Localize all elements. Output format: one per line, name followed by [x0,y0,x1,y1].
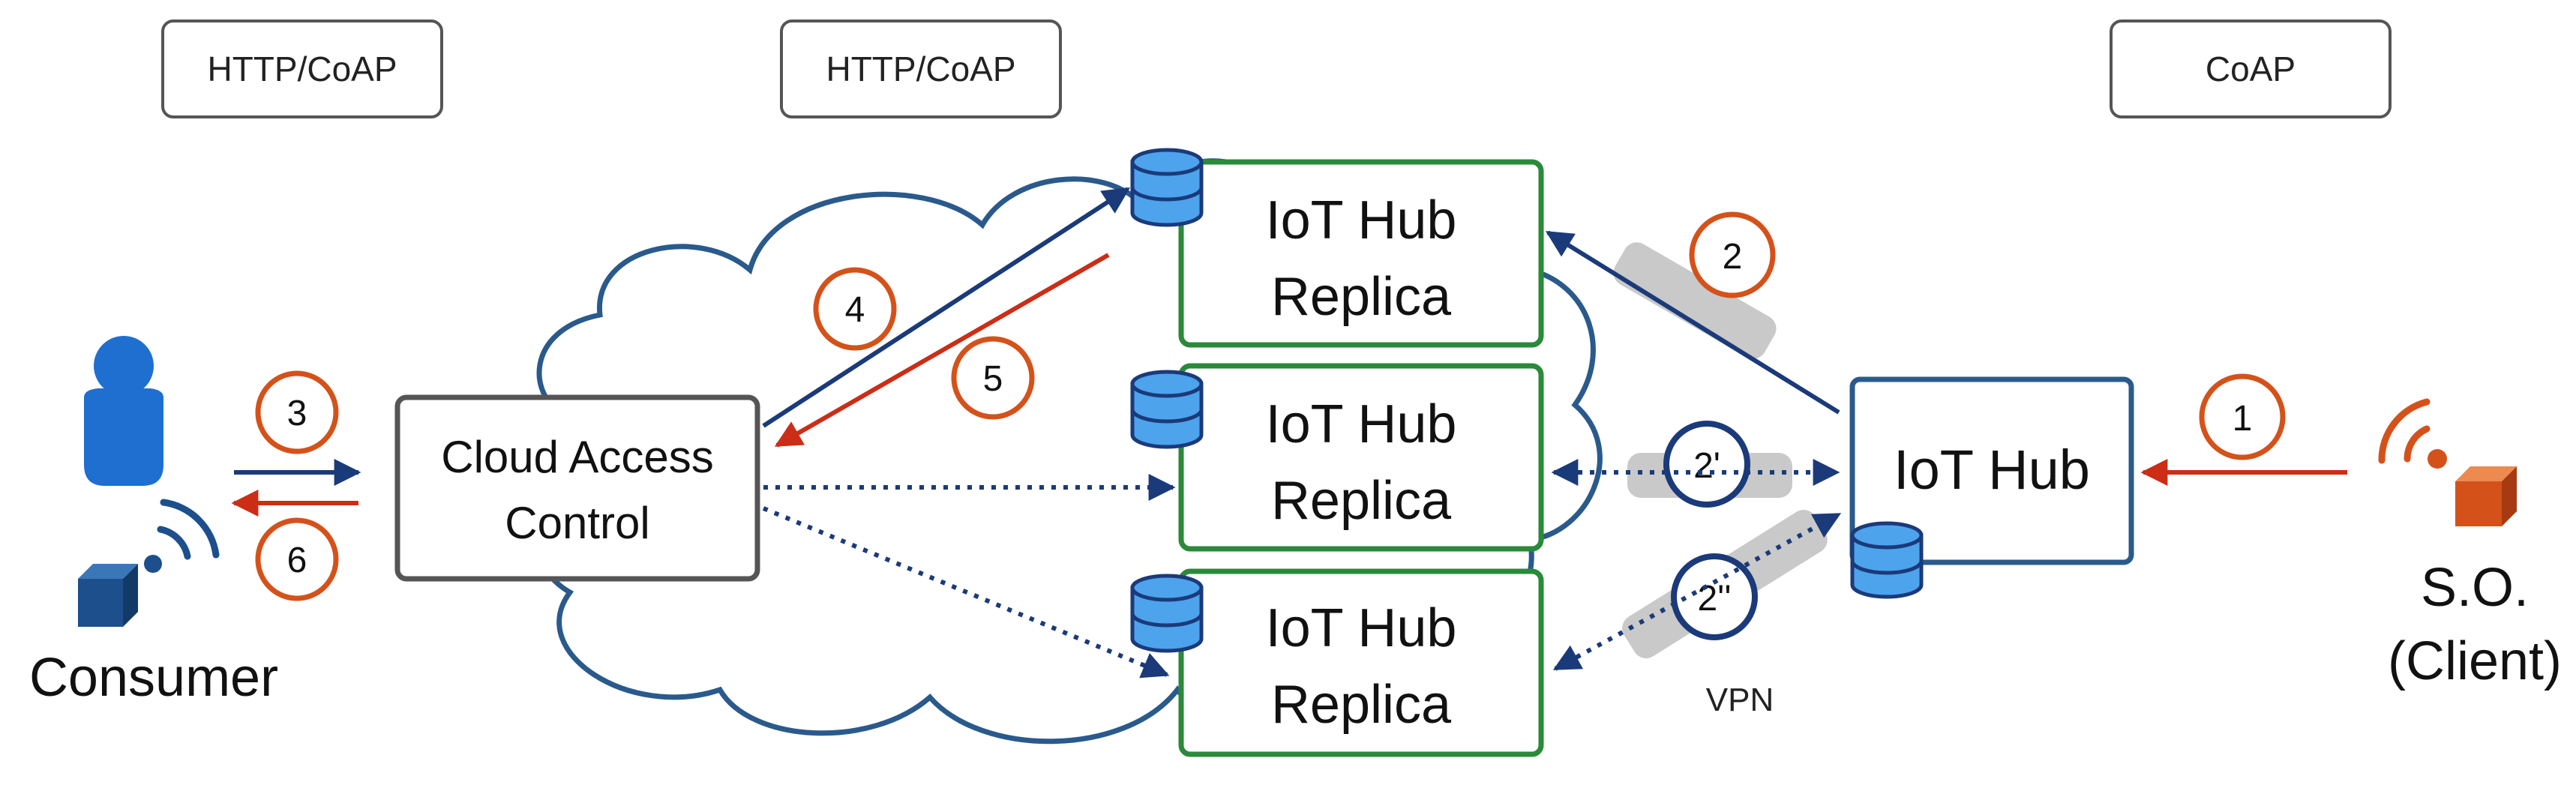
replica-box-2: IoT Hub Replica [1178,363,1544,552]
arrow-iothub-to-replica-1 [1545,230,1840,415]
consumer-wifi-icon [144,499,220,573]
step-5-badge: 5 [951,336,1035,420]
step-2p-badge: 2' [1663,421,1750,508]
replica-3-line2: Replica [1271,675,1452,735]
database-icon [1130,574,1204,653]
database-icon [1850,521,1924,599]
replica-2-line2: Replica [1271,471,1452,531]
step-6-badge: 6 [255,517,339,601]
vpn-band-2 [1613,242,1777,359]
protocol-label-right: CoAP [2206,49,2296,88]
protocol-label-left: HTTP/CoAP [207,49,397,88]
database-icon [1130,148,1204,227]
iot-hub-label: IoT Hub [1894,439,2090,501]
arrow-cac-to-replica-1 [762,187,1131,428]
svg-text:2': 2' [1693,446,1720,486]
arrow-replica-1-to-cac [774,253,1110,448]
dotted-arrow-cac-to-replica-3 [762,506,1170,679]
svg-text:3: 3 [287,394,307,433]
svg-text:1: 1 [2233,399,2253,439]
so-device-icon [2455,466,2517,526]
svg-text:4: 4 [845,290,865,330]
replica-3-line1: IoT Hub [1266,598,1457,658]
replica-1-line1: IoT Hub [1266,190,1457,250]
cac-label-line1: Cloud Access [441,432,714,482]
replica-2-line1: IoT Hub [1266,394,1457,454]
step-4-badge: 4 [813,267,897,351]
step-2pp-badge: 2'' [1671,553,1758,640]
replica-box-1: IoT Hub Replica [1178,159,1544,348]
cloud-access-control-box: Cloud Access Control [394,394,760,582]
consumer-label: Consumer [29,648,278,708]
step-3-badge: 3 [255,370,339,454]
svg-text:2: 2 [1723,237,1743,277]
consumer-device-icon [78,564,138,627]
replica-box-3: IoT Hub Replica [1178,568,1544,757]
iot-hub-box: IoT Hub [1849,376,2134,565]
person-icon [84,336,163,486]
cac-label-line2: Control [505,498,649,548]
svg-text:2'': 2'' [1697,579,1731,619]
protocol-box-left: HTTP/CoAP [161,19,443,118]
so-wifi-icon [2378,398,2447,469]
database-icon [1130,370,1204,449]
svg-text:5: 5 [983,359,1003,399]
protocol-box-middle: HTTP/CoAP [780,19,1062,118]
step-2-badge: 2 [1689,211,1776,298]
step-1-badge: 1 [2199,373,2286,460]
so-label-line2: (Client) [2388,631,2562,691]
protocol-box-right: CoAP [2110,19,2392,118]
so-label-line1: S.O. [2421,558,2529,618]
replica-1-line2: Replica [1271,267,1452,327]
vpn-label: VPN [1706,682,1774,718]
svg-text:6: 6 [287,541,307,580]
protocol-label-middle: HTTP/CoAP [826,49,1015,88]
